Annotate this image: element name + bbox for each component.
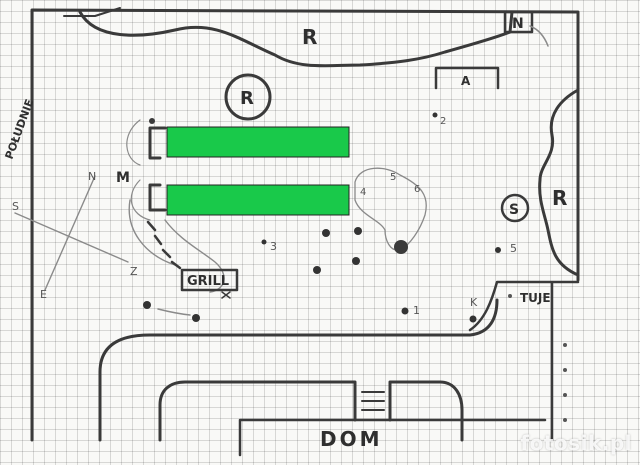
compass-axis-1 (14, 212, 129, 263)
tuje-dot (563, 368, 567, 372)
pergola-sketch (126, 119, 151, 221)
plant-dot (322, 229, 330, 237)
structure-a (434, 66, 500, 90)
pergola-bracket (148, 126, 167, 212)
plant-dot (354, 227, 362, 235)
house-outline (238, 418, 547, 457)
point-2-label: 2 (440, 116, 446, 127)
watermark: fotosik.pl (520, 431, 632, 455)
north-box-label: N (512, 16, 524, 32)
tuje-label: TUJE (520, 291, 551, 305)
tuje-dot (563, 393, 567, 397)
plant-dot (143, 301, 151, 309)
tuje-dots (508, 294, 567, 422)
plant-dot (313, 266, 321, 274)
pond-label-5: 5 (390, 172, 396, 183)
compass-e: E (40, 288, 47, 301)
point-3-label: 3 (270, 240, 277, 253)
house-steps (361, 391, 385, 411)
circle-s-label: S (509, 202, 519, 218)
structure-a-label: A (461, 74, 471, 88)
point-1-label: 1 (413, 304, 420, 317)
driveway-inner (158, 380, 464, 442)
pergola-label: M (116, 170, 130, 186)
compass-z: Z (130, 265, 138, 278)
compass-n: N (88, 170, 96, 183)
plant-dot (352, 257, 360, 265)
plant-dot (432, 112, 438, 118)
plant-dot (469, 315, 477, 323)
plot-boundary (30, 8, 580, 442)
plant-dot (261, 239, 267, 245)
north-box (503, 10, 534, 34)
pond-label-6: 6 (414, 184, 420, 195)
region-top-outline (78, 10, 514, 68)
point-7-label: 5 (510, 242, 517, 255)
region-top-label: R (302, 25, 317, 49)
tuje-dot (563, 343, 567, 347)
circle-r-outline (224, 73, 272, 121)
compass-axis-2 (44, 175, 96, 291)
tuje-strip (468, 280, 580, 442)
compass-s: S (12, 200, 19, 213)
bench-stroke (157, 308, 191, 316)
curved-path-sketch (128, 199, 225, 293)
plant-dots (143, 112, 501, 323)
pond-label-4: 4 (360, 187, 366, 198)
region-right-label: R (552, 186, 567, 210)
driveway-outer (98, 298, 499, 442)
pergola-post (149, 118, 155, 124)
stepping-stones (146, 220, 182, 270)
pond-outline (354, 167, 427, 251)
corner-mark (63, 7, 121, 17)
plant-dot (401, 307, 409, 315)
circle-s-outline (500, 193, 530, 223)
tuje-dot (508, 294, 512, 298)
plant-dot (495, 247, 501, 253)
house-label: DOM (320, 427, 383, 451)
grill-mark (221, 291, 231, 299)
compass: N S E Z (12, 170, 138, 301)
plant-dot (192, 314, 200, 322)
region-right-outline (538, 88, 580, 277)
grill-box (180, 268, 239, 292)
north-box-stroke (529, 25, 549, 47)
garden-bed-upper (166, 126, 350, 158)
circle-r-label: R (240, 88, 254, 109)
grill-label: GRILL (187, 274, 229, 289)
garden-bed-lower (166, 184, 350, 216)
tuje-dot (563, 418, 567, 422)
point-k-label: K (470, 296, 478, 309)
pond-stone (394, 240, 408, 254)
